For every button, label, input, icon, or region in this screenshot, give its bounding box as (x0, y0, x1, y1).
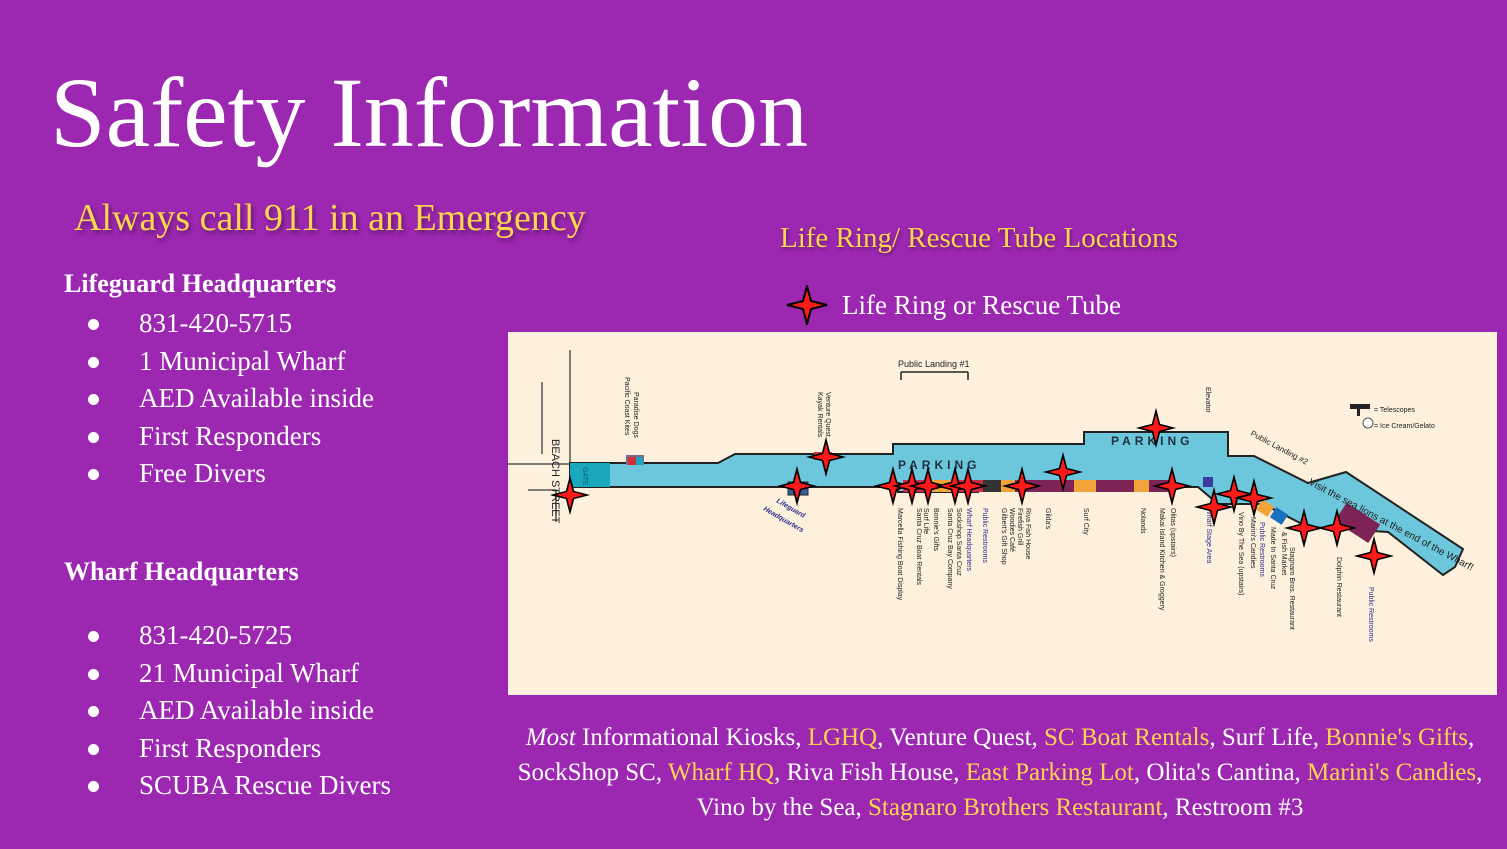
map-label: Gilbert's Gift Shop (1000, 508, 1007, 565)
footer-highlight: Wharf HQ (667, 759, 775, 786)
list-item-text: AED Available inside (139, 383, 374, 413)
footer-highlight: Bonnie's Gifts (1325, 724, 1468, 751)
list-item: AED Available inside (84, 692, 391, 730)
gate-label: GATE (581, 467, 588, 486)
footer-highlight: Marini's Candies (1307, 759, 1477, 786)
map-label: Santa Cruz Boat Rentals (915, 508, 922, 586)
legend-label: Life Ring or Rescue Tube (842, 289, 1121, 320)
phone-number: 831-420-5725 (139, 620, 292, 650)
map-label: Pacific Coast Kites (623, 377, 630, 436)
footer-text: , Riva Fish House, (774, 759, 966, 786)
map-label: Public Restrooms (981, 508, 988, 563)
footer-text: , Surf Life, (1209, 724, 1326, 751)
bullet-icon (88, 469, 99, 480)
map-label: Firefish Grill (1016, 508, 1023, 546)
parking-label: PARKING (898, 458, 980, 472)
emergency-subtitle: Always call 911 in an Emergency (74, 197, 586, 239)
footer-lead: Most (525, 724, 576, 751)
list-item-text: AED Available inside (139, 695, 374, 725)
red-star-icon (786, 285, 828, 325)
map-label: Surf City (1082, 508, 1089, 535)
map-label: Makai Island Kitchen & Groggery (1158, 508, 1165, 611)
wharf-map-drawing: GATE BEACH STREET Public Landing #1 PARK… (508, 350, 1475, 642)
bullet-icon (88, 781, 99, 792)
list-item: 1 Municipal Wharf (84, 343, 374, 381)
key-ice-cream: = Ice Cream/Gelato (1374, 423, 1435, 430)
map-label: Marini's Candies (1249, 517, 1256, 569)
list-item-text: First Responders (139, 732, 322, 763)
map-label: Dolphin Restaurant (1335, 557, 1342, 617)
bullet-icon (88, 319, 99, 330)
map-label: Made In Santa Cruz (1269, 527, 1276, 590)
map-label: Wharf Headquarters (965, 508, 972, 572)
map-label: Bonnie's Gifts (932, 508, 939, 551)
list-item-text: Free Divers (139, 458, 266, 488)
key-telescopes: = Telescopes (1374, 407, 1415, 414)
wharf-hq-list: 831-420-5725 21 Municipal Wharf AED Avai… (84, 617, 391, 805)
list-item-text: First Responders (139, 420, 322, 451)
map-label: Stagnaro Bros. Restaurant (1288, 547, 1295, 630)
lifeguard-hq-heading: Lifeguard Headquarters (64, 269, 337, 298)
map-label: Woodies Café (1008, 508, 1015, 552)
bullet-icon (88, 431, 99, 443)
map-label: Riva Fish House (1024, 508, 1031, 559)
footer-text: Informational Kiosks, (575, 724, 808, 751)
map-label: Santa Cruz Bay Company (946, 508, 953, 589)
map-label: Wharf Stage Area (1205, 508, 1212, 563)
parking-label: PARKING (1111, 434, 1193, 448)
life-ring-locations-footer: Most Informational Kiosks, LGHQ, Venture… (505, 720, 1495, 825)
map-label: Kayak Rentals (816, 392, 823, 438)
list-item: First Responders (84, 730, 391, 768)
footer-highlight: Stagnaro Brothers Restaurant (868, 794, 1163, 821)
footer-text: , SockShop SC, (517, 724, 1475, 786)
street-label: BEACH STREET (549, 439, 561, 524)
map-label: & Fish Market (1280, 532, 1287, 575)
map-label: Nolands (1139, 508, 1146, 534)
footer-text: , Venture Quest, (877, 724, 1045, 751)
footer-text: , Restroom #3 (1162, 794, 1304, 821)
elevator-label: Elevator (1204, 387, 1211, 413)
slide-title: Safety Information (50, 57, 809, 168)
map-label: Vino By The Sea (upstairs) (1237, 512, 1244, 595)
bullet-icon (88, 668, 99, 680)
footer-highlight: LGHQ (807, 724, 878, 751)
bullet-icon (88, 356, 99, 368)
list-item: SCUBA Rescue Divers (84, 767, 391, 805)
list-item: AED Available inside (84, 380, 374, 418)
address: 1 Municipal Wharf (139, 345, 346, 376)
bullet-icon (88, 631, 99, 642)
map-section-title: Life Ring/ Rescue Tube Locations (780, 222, 1178, 254)
map-label: Sockshop Santa Cruz (955, 508, 962, 576)
phone-number: 831-420-5715 (139, 308, 292, 338)
bullet-icon (88, 394, 99, 405)
map-label: Gilda's (1044, 508, 1051, 530)
list-item: Free Divers (84, 455, 374, 493)
map-label: Public Restrooms (1258, 522, 1265, 577)
footer-highlight: SC Boat Rentals (1044, 724, 1210, 751)
wharf-map: GATE BEACH STREET Public Landing #1 PARK… (508, 332, 1497, 695)
footer-text: , Olita's Cantina, (1133, 759, 1308, 786)
address: 21 Municipal Wharf (139, 657, 359, 688)
map-label: Public Restrooms (1367, 587, 1374, 642)
list-item: 21 Municipal Wharf (84, 655, 391, 693)
map-label: Paradise Dogs (632, 392, 639, 438)
map-label: Surf Life (922, 508, 929, 534)
list-item: First Responders (84, 418, 374, 456)
footer-text: , Vino by the Sea, (696, 759, 1483, 821)
map-label: Marcella Fishing Boat Display (896, 508, 903, 601)
wharf-hq-heading: Wharf Headquarters (64, 557, 299, 586)
bullet-icon (88, 743, 99, 755)
map-legend: Life Ring or Rescue Tube (786, 285, 1121, 325)
lifeguard-hq-list: 831-420-5715 1 Municipal Wharf AED Avail… (84, 305, 374, 493)
list-item: 831-420-5725 (84, 617, 391, 655)
list-item: 831-420-5715 (84, 305, 374, 343)
map-label: Venture Quest (824, 392, 831, 437)
footer-highlight: East Parking Lot (965, 759, 1134, 786)
public-landing-1: Public Landing #1 (898, 359, 970, 369)
list-item-text: SCUBA Rescue Divers (139, 770, 391, 800)
map-label: Olitas (upstairs) (1169, 508, 1176, 557)
bullet-icon (88, 706, 99, 717)
